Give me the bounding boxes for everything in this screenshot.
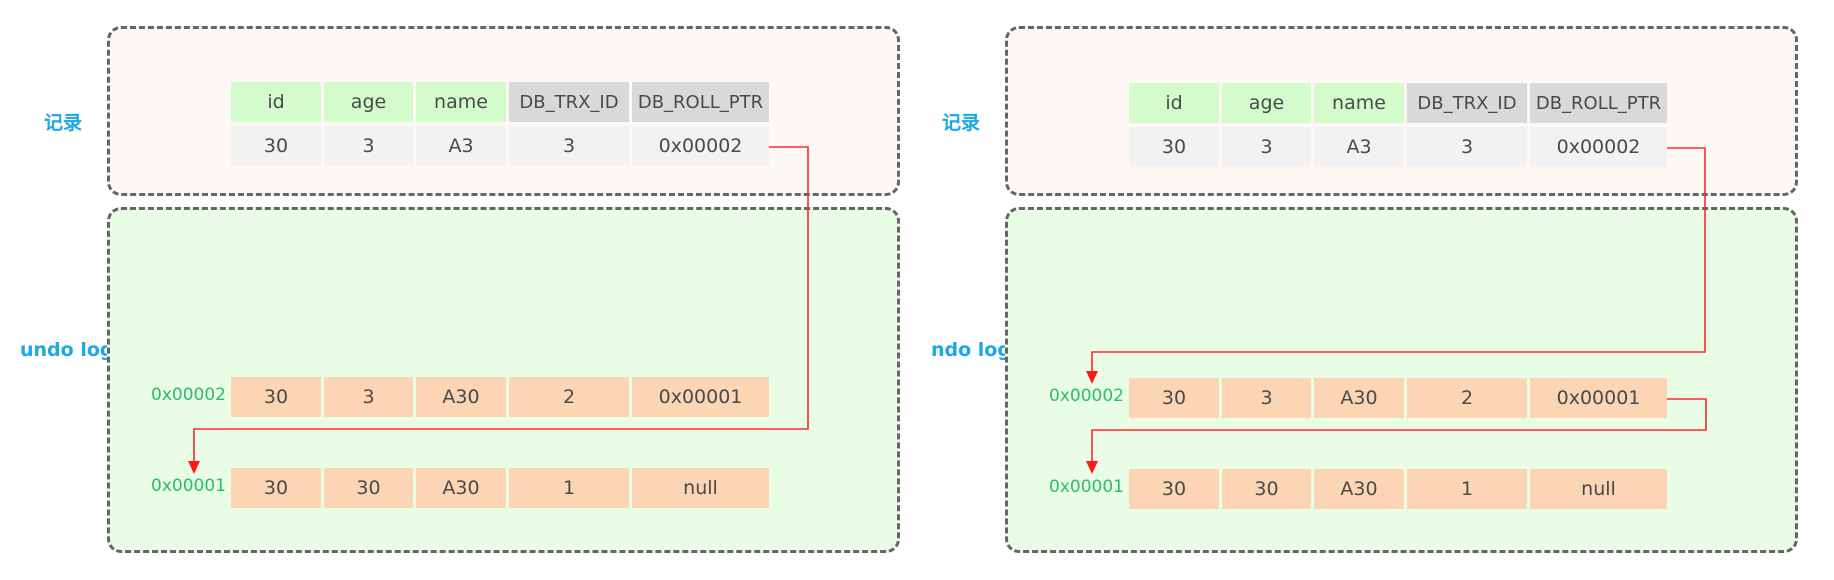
column-header-db-roll-ptr: DB_ROLL_PTR bbox=[632, 82, 769, 122]
record-label: 记录 bbox=[942, 112, 981, 134]
column-header-db-trx-id: DB_TRX_ID bbox=[1407, 83, 1527, 123]
undo-cell-name: A30 bbox=[416, 377, 506, 417]
version-chain-panel-left: 记录 undo log id age name DB_TRX_ID DB_ROL… bbox=[20, 26, 900, 553]
version-chain-panel-right: 记录 ndo log id age name DB_TRX_ID DB_ROLL… bbox=[898, 0, 1816, 580]
column-header-db-roll-ptr: DB_ROLL_PTR bbox=[1530, 83, 1667, 123]
undo-log-label: ndo log bbox=[931, 339, 1011, 361]
column-header-row: id age name DB_TRX_ID DB_ROLL_PTR bbox=[231, 82, 769, 122]
column-header-id: id bbox=[231, 82, 321, 122]
undo-cell-age: 3 bbox=[1222, 378, 1311, 418]
column-header-age: age bbox=[324, 82, 413, 122]
undo-address-label: 0x00001 bbox=[1049, 477, 1124, 497]
column-header-age: age bbox=[1222, 83, 1311, 123]
undo-cell-age: 3 bbox=[324, 377, 413, 417]
undo-log-label: undo log bbox=[20, 339, 114, 361]
record-cell-id: 30 bbox=[1129, 127, 1219, 167]
undo-address-label: 0x00001 bbox=[151, 476, 226, 496]
record-cell-id: 30 bbox=[231, 126, 321, 166]
record-cell-age: 3 bbox=[324, 126, 413, 166]
undo-cell-db-roll-ptr: 0x00001 bbox=[1530, 378, 1667, 418]
column-header-name: name bbox=[416, 82, 506, 122]
record-cell-name: A3 bbox=[416, 126, 506, 166]
undo-cell-id: 30 bbox=[1129, 469, 1219, 509]
record-cell-db-roll-ptr: 0x00002 bbox=[1530, 127, 1667, 167]
undo-log-row: 30 30 A30 1 null bbox=[1129, 469, 1667, 509]
undo-cell-db-trx-id: 1 bbox=[509, 468, 629, 508]
undo-cell-id: 30 bbox=[231, 377, 321, 417]
undo-cell-name: A30 bbox=[1314, 378, 1404, 418]
undo-cell-id: 30 bbox=[231, 468, 321, 508]
record-label: 记录 bbox=[44, 112, 83, 134]
record-cell-db-roll-ptr: 0x00002 bbox=[632, 126, 769, 166]
undo-log-row: 30 3 A30 2 0x00001 bbox=[1129, 378, 1667, 418]
record-cell-db-trx-id: 3 bbox=[509, 126, 629, 166]
undo-log-row: 30 30 A30 1 null bbox=[231, 468, 769, 508]
undo-address-label: 0x00002 bbox=[1049, 386, 1124, 406]
undo-cell-age: 30 bbox=[1222, 469, 1311, 509]
current-record-row: 30 3 A3 3 0x00002 bbox=[231, 126, 769, 166]
undo-log-row: 30 3 A30 2 0x00001 bbox=[231, 377, 769, 417]
record-cell-name: A3 bbox=[1314, 127, 1404, 167]
column-header-db-trx-id: DB_TRX_ID bbox=[509, 82, 629, 122]
column-header-row: id age name DB_TRX_ID DB_ROLL_PTR bbox=[1129, 83, 1667, 123]
record-cell-db-trx-id: 3 bbox=[1407, 127, 1527, 167]
undo-cell-name: A30 bbox=[1314, 469, 1404, 509]
undo-cell-db-roll-ptr: 0x00001 bbox=[632, 377, 769, 417]
current-record-row: 30 3 A3 3 0x00002 bbox=[1129, 127, 1667, 167]
undo-cell-db-roll-ptr: null bbox=[632, 468, 769, 508]
undo-address-label: 0x00002 bbox=[151, 385, 226, 405]
column-header-name: name bbox=[1314, 83, 1404, 123]
undo-cell-db-trx-id: 2 bbox=[509, 377, 629, 417]
undo-cell-db-trx-id: 1 bbox=[1407, 469, 1527, 509]
undo-cell-db-trx-id: 2 bbox=[1407, 378, 1527, 418]
column-header-id: id bbox=[1129, 83, 1219, 123]
undo-cell-id: 30 bbox=[1129, 378, 1219, 418]
record-cell-age: 3 bbox=[1222, 127, 1311, 167]
undo-cell-age: 30 bbox=[324, 468, 413, 508]
undo-cell-db-roll-ptr: null bbox=[1530, 469, 1667, 509]
undo-cell-name: A30 bbox=[416, 468, 506, 508]
